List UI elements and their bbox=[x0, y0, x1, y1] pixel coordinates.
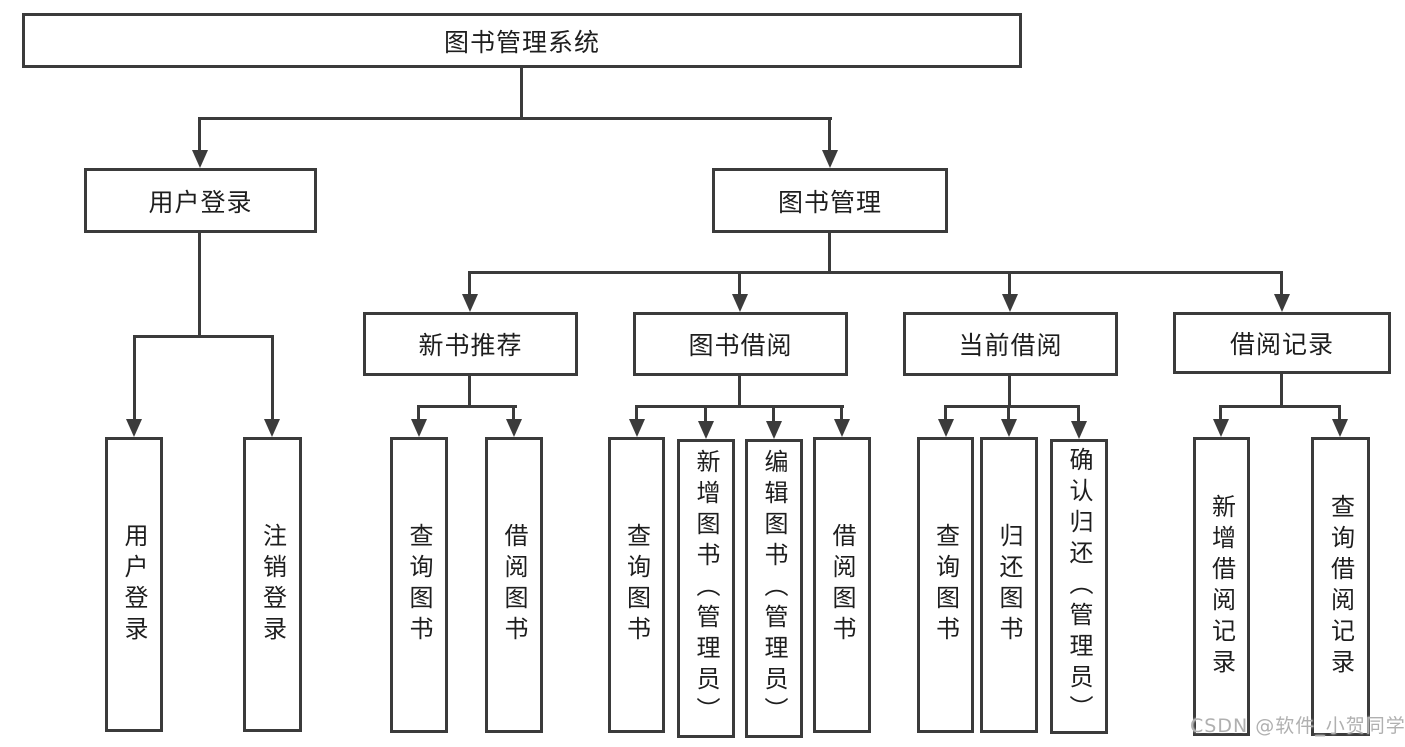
node-book-borrowing: 图书借阅 bbox=[633, 312, 848, 376]
node-add-books-admin-label: 新增图书（管理员） bbox=[692, 449, 720, 728]
node-system-root: 图书管理系统 bbox=[22, 13, 1022, 68]
arrowhead-down-icon bbox=[938, 419, 954, 437]
connector-line bbox=[635, 405, 844, 408]
node-confirm-return-admin: 确认归还（管理员） bbox=[1050, 439, 1108, 734]
arrowhead-down-icon bbox=[698, 421, 714, 439]
node-new-book-recommend-label: 新书推荐 bbox=[418, 331, 523, 360]
node-query-borrowing-record: 查询借阅记录 bbox=[1311, 437, 1370, 736]
arrowhead-down-icon bbox=[506, 419, 522, 437]
node-edit-books-admin-label: 编辑图书（管理员） bbox=[760, 449, 788, 728]
connector-line bbox=[704, 405, 707, 423]
node-borrow-books-recommend-label: 借阅图书 bbox=[500, 523, 528, 647]
arrowhead-down-icon bbox=[766, 421, 782, 439]
connector-line bbox=[1008, 374, 1011, 407]
node-book-borrowing-label: 图书借阅 bbox=[688, 331, 793, 360]
connector-line bbox=[840, 405, 843, 423]
connector-line bbox=[133, 335, 274, 338]
node-query-books-current-label: 查询图书 bbox=[931, 523, 960, 647]
node-confirm-return-admin-label: 确认归还（管理员） bbox=[1065, 447, 1093, 726]
node-borrowing-records-label: 借阅记录 bbox=[1229, 330, 1334, 359]
node-user-logout: 注销登录 bbox=[243, 437, 302, 732]
connector-line bbox=[133, 335, 136, 421]
node-book-management-label: 图书管理 bbox=[777, 187, 882, 217]
connector-line bbox=[944, 405, 1080, 408]
connector-line bbox=[1219, 405, 1341, 408]
arrowhead-down-icon bbox=[264, 419, 280, 437]
node-system-root-label: 图书管理系统 bbox=[443, 27, 600, 57]
arrowhead-down-icon bbox=[1002, 294, 1018, 312]
arrowhead-down-icon bbox=[1213, 419, 1229, 437]
node-borrow-books-borrowing-label: 借阅图书 bbox=[828, 523, 856, 647]
connector-line bbox=[635, 405, 638, 423]
connector-line bbox=[1280, 374, 1283, 407]
connector-line bbox=[1219, 405, 1222, 423]
csdn-watermark: CSDN @软件_小贺同学 bbox=[1190, 715, 1405, 737]
connector-line bbox=[199, 117, 832, 120]
connector-line bbox=[828, 231, 831, 274]
node-add-borrowing-record: 新增借阅记录 bbox=[1193, 437, 1250, 736]
connector-line bbox=[772, 405, 775, 423]
connector-line bbox=[1077, 405, 1080, 423]
node-user-login-module-label: 用户登录 bbox=[148, 187, 253, 217]
connector-line bbox=[520, 66, 523, 120]
node-query-borrowing-record-label: 查询借阅记录 bbox=[1326, 493, 1355, 680]
arrowhead-down-icon bbox=[1274, 294, 1290, 312]
connector-line bbox=[417, 405, 420, 423]
connector-line bbox=[1007, 405, 1010, 423]
node-borrow-books-borrowing: 借阅图书 bbox=[813, 437, 871, 733]
node-current-borrowing: 当前借阅 bbox=[903, 312, 1118, 376]
connector-line bbox=[468, 374, 471, 407]
arrowhead-down-icon bbox=[1071, 421, 1087, 439]
arrowhead-down-icon bbox=[1332, 419, 1348, 437]
connector-line bbox=[468, 271, 471, 297]
connector-line bbox=[198, 231, 201, 337]
connector-line bbox=[738, 374, 741, 407]
node-user-login-label: 用户登录 bbox=[120, 522, 148, 647]
node-current-borrowing-label: 当前借阅 bbox=[958, 331, 1063, 360]
arrowhead-down-icon bbox=[732, 294, 748, 312]
connector-line bbox=[828, 117, 831, 153]
arrowhead-down-icon bbox=[629, 419, 645, 437]
node-edit-books-admin: 编辑图书（管理员） bbox=[745, 439, 803, 738]
connector-line bbox=[944, 405, 947, 423]
node-query-books-recommend-label: 查询图书 bbox=[405, 523, 433, 647]
connector-line bbox=[1338, 405, 1341, 423]
connector-line bbox=[198, 117, 201, 153]
connector-line bbox=[738, 271, 741, 297]
connector-line bbox=[512, 405, 515, 423]
node-query-books-current: 查询图书 bbox=[917, 437, 974, 733]
arrowhead-down-icon bbox=[834, 419, 850, 437]
node-new-book-recommend: 新书推荐 bbox=[363, 312, 578, 376]
node-book-management: 图书管理 bbox=[712, 168, 948, 233]
node-query-books-recommend: 查询图书 bbox=[390, 437, 448, 733]
arrowhead-down-icon bbox=[126, 419, 142, 437]
arrowhead-down-icon bbox=[411, 419, 427, 437]
arrowhead-down-icon bbox=[1001, 419, 1017, 437]
connector-line bbox=[1280, 271, 1283, 297]
connector-line bbox=[271, 335, 274, 421]
node-user-login: 用户登录 bbox=[105, 437, 163, 732]
node-add-borrowing-record-label: 新增借阅记录 bbox=[1207, 493, 1236, 680]
node-return-books-label: 归还图书 bbox=[995, 523, 1023, 647]
node-borrowing-records: 借阅记录 bbox=[1173, 312, 1391, 374]
arrowhead-down-icon bbox=[192, 150, 208, 168]
node-return-books: 归还图书 bbox=[980, 437, 1038, 733]
node-user-logout-label: 注销登录 bbox=[258, 522, 287, 647]
arrowhead-down-icon bbox=[462, 294, 478, 312]
arrowhead-down-icon bbox=[822, 150, 838, 168]
connector-line bbox=[1008, 271, 1011, 297]
node-borrow-books-recommend: 借阅图书 bbox=[485, 437, 543, 733]
node-query-books-borrowing-label: 查询图书 bbox=[622, 523, 651, 647]
node-add-books-admin: 新增图书（管理员） bbox=[677, 439, 735, 738]
connector-line bbox=[417, 405, 517, 408]
connector-line bbox=[468, 271, 1283, 274]
node-user-login-module: 用户登录 bbox=[84, 168, 317, 233]
node-query-books-borrowing: 查询图书 bbox=[608, 437, 665, 733]
